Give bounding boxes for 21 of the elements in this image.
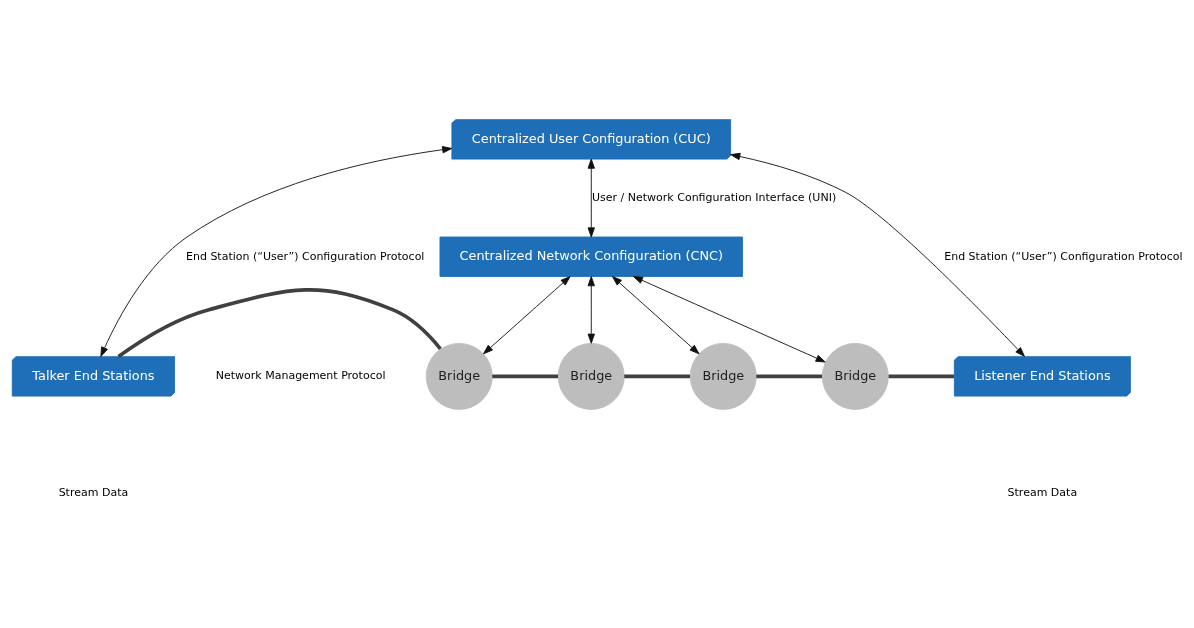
arrow (612, 275, 700, 354)
arrow (587, 158, 595, 237)
connector (888, 374, 955, 378)
connector (624, 374, 691, 378)
node-circle: Bridge (821, 342, 889, 410)
arrow (587, 275, 595, 344)
connector (492, 374, 558, 378)
node-box: Centralized Network Configuration (CNC) (439, 236, 743, 277)
node-circle: Bridge (557, 342, 625, 410)
label: Stream Data (58, 485, 129, 499)
arrow (632, 275, 826, 362)
edge-label: User / Network Configuration Interface (UNI) (592, 190, 837, 204)
label: Network Management Protocol (215, 368, 386, 382)
arrow (483, 275, 571, 354)
connector (756, 374, 823, 378)
edge-label: End Station (“User”) Configuration Protocol (185, 249, 425, 263)
arrow (730, 152, 1025, 357)
connector (117, 287, 442, 358)
arrow (100, 145, 453, 357)
label: Stream Data (1007, 485, 1078, 499)
edge-label: End Station (“User”) Configuration Protocol (944, 249, 1183, 263)
